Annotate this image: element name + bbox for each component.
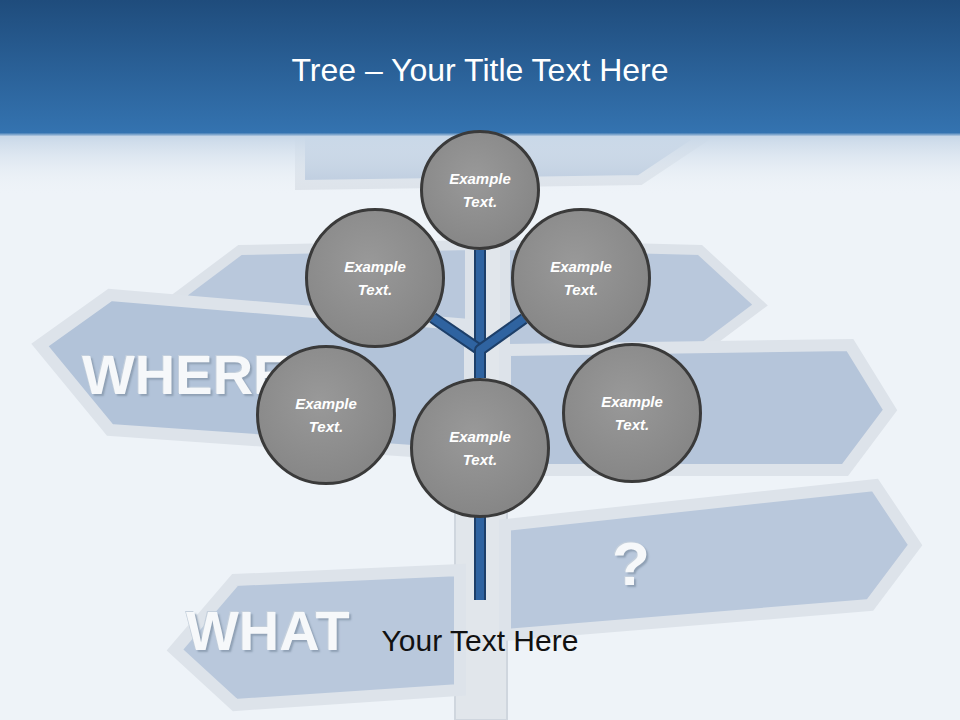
circle-text: Example Text. [596, 390, 668, 436]
tree-circle: Example Text. [511, 208, 651, 348]
branch-stroke [480, 319, 524, 378]
tree-branch [480, 319, 524, 378]
slide-title: Tree – Your Title Text Here [0, 52, 960, 89]
circle-text: Example Text. [339, 255, 411, 301]
tree-circle: Example Text. [305, 208, 445, 348]
caption-text: Your Text Here [0, 624, 960, 658]
tree-circle: Example Text. [410, 378, 550, 518]
branch-stroke [480, 319, 524, 378]
circle-text: Example Text. [444, 425, 516, 471]
branch-stroke [433, 318, 480, 378]
tree-branch [433, 318, 480, 378]
circle-text: Example Text. [290, 392, 362, 438]
branch-stroke [433, 318, 480, 378]
circle-text: Example Text. [545, 255, 617, 301]
tree-circle: Example Text. [256, 345, 396, 485]
tree-circle: Example Text. [562, 343, 702, 483]
circle-text: Example Text. [444, 167, 516, 213]
sign-word: WHAT [186, 598, 350, 663]
tree-circle: Example Text. [420, 130, 540, 250]
sign-word: ? [612, 528, 650, 599]
